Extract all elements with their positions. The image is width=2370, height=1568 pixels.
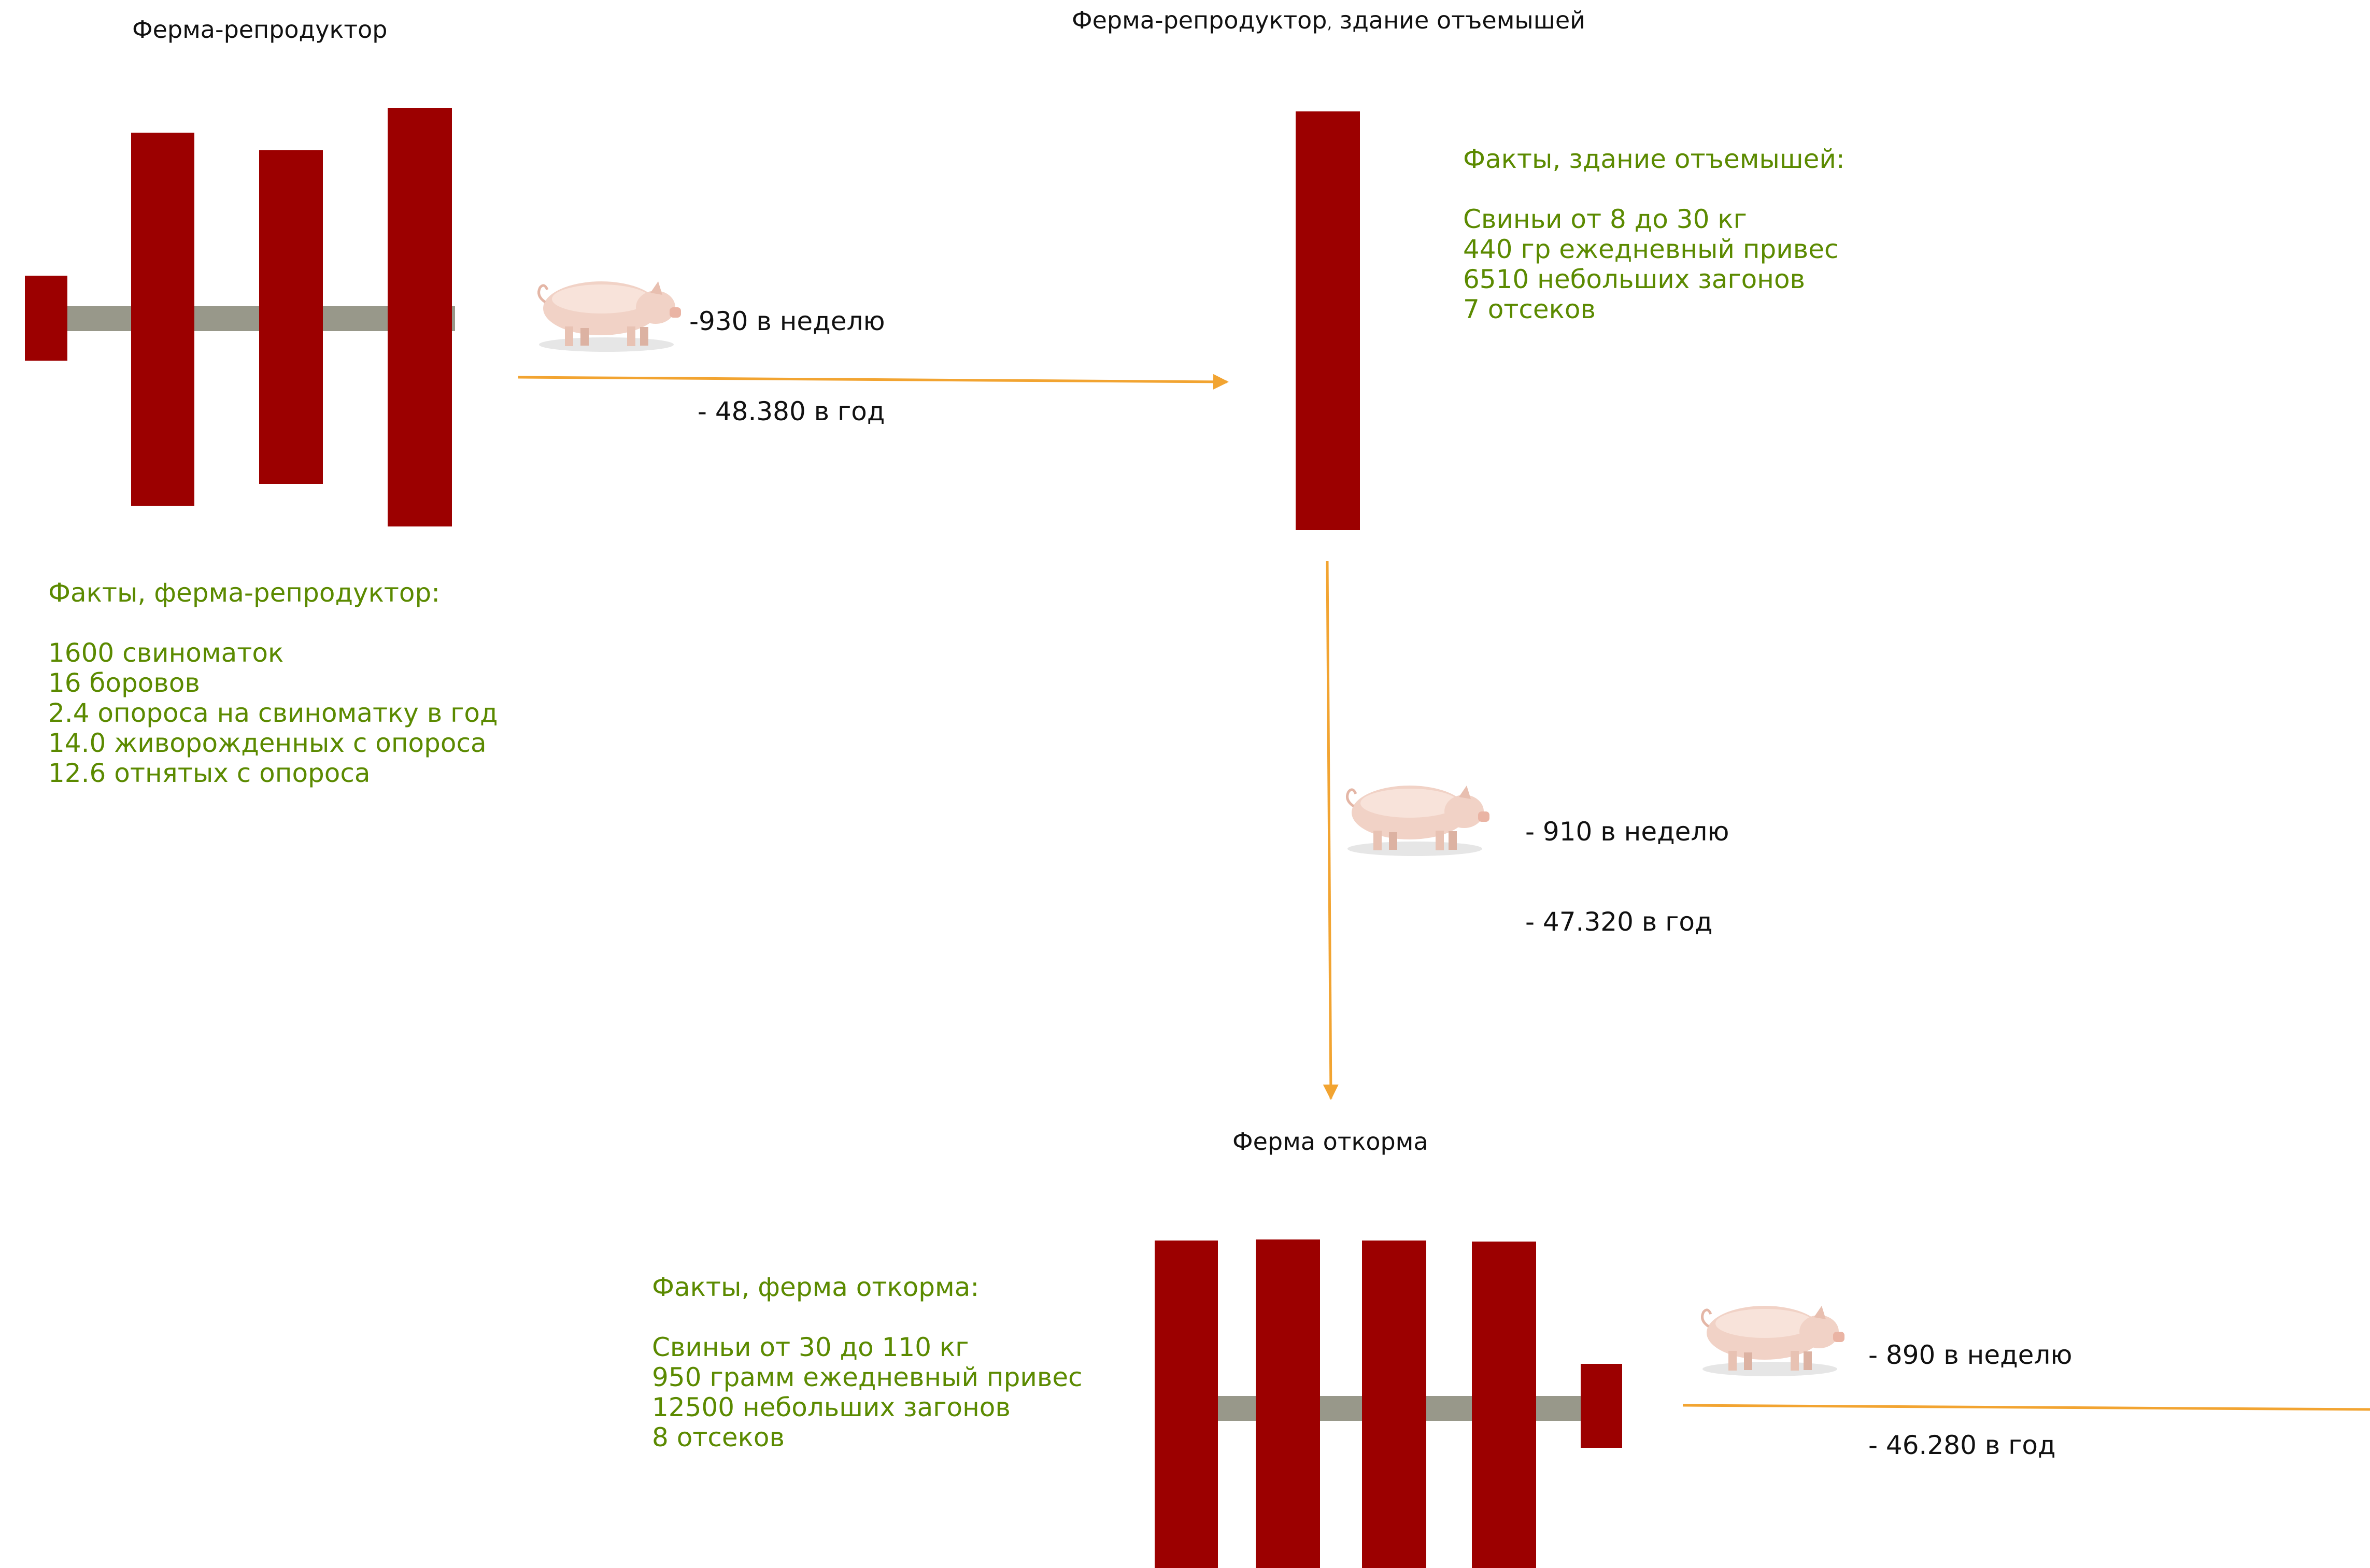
facts-line: 1600 свиноматок: [48, 638, 284, 668]
flow-label-weekly-annual: - 910 в неделю - 47.320 в год: [1525, 757, 1729, 967]
facts-line: 6510 небольших загонов: [1463, 264, 1806, 294]
breeding-barn-1: [131, 133, 194, 506]
finishing-barn-4: [1472, 1242, 1536, 1568]
arrow-weaner-to-finishing: [1323, 561, 1339, 1100]
facts-line: 8 отсеков: [652, 1422, 785, 1452]
flow-weekly: -930 в неделю: [689, 306, 885, 336]
facts-line: 7 отсеков: [1463, 294, 1596, 324]
weaner-title-part1: Ферма-репродуктор: [1072, 6, 1327, 34]
breeding-connector: [25, 306, 455, 331]
flow-label-weekly-annual: - 890 в неделю - 46.280 в год: [1868, 1280, 2072, 1490]
flow-weekly: - 910 в неделю: [1525, 817, 1729, 847]
breeding-barn-3: [388, 108, 452, 526]
facts-heading: Факты, здание отъемышей:: [1463, 144, 1845, 174]
flow-annual: - 46.280 в год: [1868, 1430, 2056, 1460]
facts-line: 950 грамм ежедневный привес: [652, 1362, 1083, 1392]
finishing-barn-1: [1155, 1241, 1218, 1568]
finishing-exit-building: [1581, 1364, 1622, 1448]
finishing-barn-3: [1362, 1241, 1426, 1568]
weaner-title-sep: ,: [1327, 15, 1332, 33]
facts-line: 14.0 живорожденных с опороса: [48, 728, 487, 758]
breeding-farm-title: Ферма-репродуктор: [132, 16, 388, 44]
facts-line: 2.4 опороса на свиноматку в год: [48, 698, 498, 728]
weaner-facts: Факты, здание отъемышей: Свиньи от 8 до …: [1463, 144, 1845, 324]
facts-line: 16 боровов: [48, 668, 200, 698]
flow-annual: - 48.380 в год: [689, 396, 885, 426]
facts-line: 12.6 отнятых с опороса: [48, 758, 371, 788]
flow-label-weekly-annual: -930 в неделю - 48.380 в год: [689, 246, 885, 457]
pig-icon: [1346, 786, 1489, 856]
arrow-breeding-to-weaner: [518, 374, 1229, 390]
finishing-farm-facts: Факты, ферма откорма: Свиньи от 30 до 11…: [652, 1272, 1083, 1452]
breeding-barn-2: [259, 150, 323, 484]
facts-line: 12500 небольших загонов: [652, 1392, 1011, 1422]
arrow-finishing-out: [1682, 1404, 2370, 1411]
facts-line: Свиньи от 30 до 110 кг: [652, 1332, 969, 1362]
facts-heading: Факты, ферма откорма:: [652, 1272, 980, 1302]
pig-icon: [1701, 1306, 1844, 1376]
facts-line: 440 гр ежедневный привес: [1463, 234, 1839, 264]
weaner-title-part2: здание отъемышей: [1332, 6, 1586, 34]
finishing-farm-title: Ферма откорма: [1232, 1128, 1428, 1156]
finishing-barn-2: [1256, 1239, 1320, 1568]
flow-weekly: - 890 в неделю: [1868, 1340, 2073, 1370]
weaner-building-title: Ферма-репродуктор, здание отъемышей: [1072, 6, 1585, 34]
breeding-farm-facts: Факты, ферма-репродуктор: 1600 свиномато…: [48, 578, 498, 788]
weaner-building: [1296, 111, 1360, 530]
pig-icon: [537, 281, 681, 352]
flow-annual: - 47.320 в год: [1525, 907, 1713, 937]
facts-heading: Факты, ферма-репродуктор:: [48, 578, 441, 608]
breeding-entry-building: [25, 276, 67, 361]
facts-line: Свиньи от 8 до 30 кг: [1463, 204, 1747, 234]
